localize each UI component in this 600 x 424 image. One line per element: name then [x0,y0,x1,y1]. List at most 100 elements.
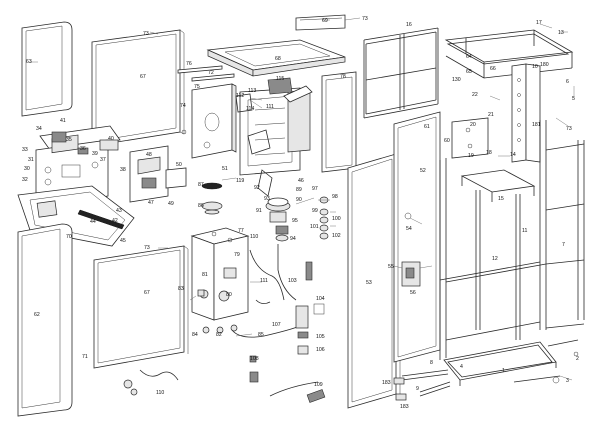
callout-87: 87 [198,182,204,188]
small-brackets-183 [393,377,407,401]
callout-16: 16 [406,22,412,28]
callout-75: 75 [194,84,200,90]
callout-30: 30 [24,166,30,172]
callout-47: 47 [148,200,154,206]
callout-72: 72 [208,70,214,76]
callout-20: 20 [470,122,476,128]
callout-82: 82 [216,332,222,338]
callout-63: 63 [26,59,32,65]
callout-104: 104 [316,296,325,302]
callout-4: 4 [460,364,463,370]
main-frame-right [439,120,585,360]
callout-54: 54 [406,226,412,232]
flue-pipe [283,85,313,103]
callout-2: 2 [576,356,579,362]
callout-101: 101 [310,224,319,230]
callout-78: 78 [340,74,346,80]
callout-65: 65 [466,69,472,75]
callout-93: 93 [264,196,270,202]
door-panel-67-top [91,29,187,147]
side-cover-panel-63 [21,21,73,117]
callout-94: 94 [290,236,296,242]
callout-38: 38 [120,167,126,173]
callout-1: 1 [502,368,505,374]
callout-14: 14 [510,152,516,158]
callout-92: 92 [254,185,260,191]
callout-52: 52 [420,168,426,174]
leader-lines [30,17,575,381]
rear-column-12 [511,63,541,163]
callout-45: 45 [120,238,126,244]
front-panel-62 [17,223,73,417]
callout-53: 53 [366,280,372,286]
spring-102 [305,261,313,281]
callout-110: 110 [250,234,258,240]
gas-valve-assembly [265,197,291,242]
callout-109: 109 [314,382,323,388]
callout-181: 181 [532,122,541,128]
callout-105: 105 [316,334,325,340]
callout-111: 111 [260,278,268,284]
callout-9: 9 [416,386,419,392]
callout-10: 10 [532,64,538,70]
frame-bracket-13 [460,169,536,340]
valve-stack-97-102 [319,196,329,240]
callout-115: 115 [276,76,284,82]
callout-8: 8 [430,360,433,366]
callout-111: 111 [266,104,274,110]
callout-79: 79 [234,252,240,258]
callout-71: 71 [82,354,88,360]
callout-49: 49 [168,201,174,207]
callout-98: 98 [332,194,338,200]
callout-61: 61 [424,124,430,130]
callout-99: 99 [312,208,318,214]
callout-73: 73 [566,126,572,132]
callout-67: 67 [144,290,150,296]
callout-5: 5 [572,96,575,102]
callout-3: 3 [566,378,569,384]
callout-19: 19 [468,153,474,159]
callout-51: 51 [222,166,228,172]
callout-18: 18 [486,150,492,156]
callout-64: 64 [466,54,472,60]
callout-183: 183 [382,380,391,386]
callout-112: 112 [236,93,244,99]
callout-70: 70 [66,234,72,240]
burner-housing-box [190,227,250,321]
callout-91: 91 [256,208,262,214]
callout-183: 183 [400,404,409,410]
callout-73: 73 [143,31,149,37]
callout-12: 12 [492,256,498,262]
frame-top-16 [363,27,439,119]
callout-89: 89 [296,187,302,193]
callout-76: 76 [186,61,192,67]
callout-103: 103 [288,278,297,284]
door-panel-67-bottom [93,245,189,369]
top-tray-64 [444,29,574,79]
callout-67: 67 [140,74,146,80]
callout-31: 31 [28,157,34,163]
callout-17: 17 [536,20,542,26]
callout-60: 60 [444,138,450,144]
callout-90: 90 [296,197,302,203]
callout-95: 95 [292,218,298,224]
callout-81: 81 [202,272,208,278]
callout-56: 56 [410,290,416,296]
callout-34: 34 [36,126,42,132]
callout-11: 11 [522,228,527,234]
cable-110 [123,379,138,396]
callout-7: 7 [562,242,565,248]
callout-110: 110 [156,390,164,396]
side-insulation-78 [321,71,357,173]
callout-107: 107 [272,322,281,328]
callout-41: 41 [60,118,66,124]
callout-85: 85 [258,332,264,338]
callout-62: 62 [34,312,40,318]
callout-73: 73 [362,16,368,22]
callout-42: 42 [112,218,118,224]
pump-seals [201,182,223,215]
callout-36: 36 [80,146,86,152]
callout-80: 80 [226,292,232,298]
callout-108: 108 [250,356,259,362]
callout-86: 86 [198,203,204,209]
